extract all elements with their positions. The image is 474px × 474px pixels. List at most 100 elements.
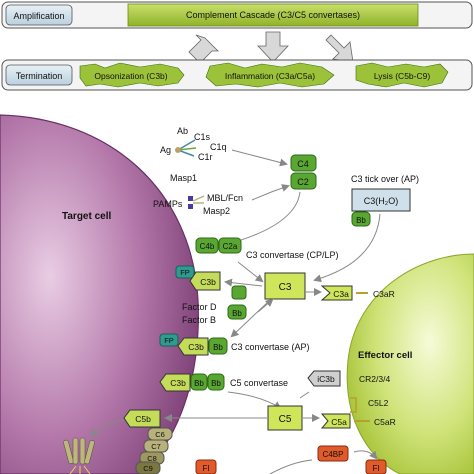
c3-to-ap-arrow bbox=[230, 301, 269, 338]
cascade-box bbox=[127, 3, 419, 27]
target-cell-label: Target cell bbox=[62, 211, 111, 222]
fp-label-2: FP bbox=[164, 336, 174, 345]
c3ar-label: C3aR bbox=[373, 289, 395, 299]
c3a-box bbox=[320, 285, 353, 301]
c3b-box-3 bbox=[159, 373, 191, 392]
cplp-to-c3-arrow bbox=[237, 261, 264, 283]
c3-box bbox=[264, 272, 306, 300]
c5b-to-mac-arrow bbox=[90, 419, 125, 438]
amplification-box bbox=[5, 4, 73, 26]
c3b-box-2 bbox=[177, 337, 209, 356]
c8-label: C8 bbox=[147, 454, 157, 463]
regulator-arrow-2 bbox=[353, 450, 378, 460]
c3-label: C3 bbox=[279, 282, 292, 293]
ab-label: Ab bbox=[177, 126, 188, 136]
termination-label: Termination bbox=[16, 71, 63, 81]
bb-label-5: Bb bbox=[211, 379, 221, 388]
mbl-fcn-label: MBL/Fcn bbox=[207, 193, 243, 203]
outcome-label-lysis: Lysis (C5b-C9) bbox=[374, 71, 431, 81]
outcome-label-inflammation: Inflammation (C3a/C5a) bbox=[225, 71, 315, 81]
c6-label: C6 bbox=[155, 430, 165, 439]
mbl-complex bbox=[188, 195, 205, 209]
c3h2o-box bbox=[351, 188, 411, 212]
bb-label-2: Bb bbox=[232, 309, 242, 318]
fp-box-1 bbox=[175, 265, 195, 279]
c5-box bbox=[267, 405, 303, 431]
mac-pore bbox=[63, 437, 95, 474]
c2-label: C2 bbox=[297, 177, 309, 187]
fi-box-2 bbox=[365, 459, 387, 474]
bb-label-4: Bb bbox=[194, 379, 204, 388]
cascade-label: Complement Cascade (C3/C5 convertases) bbox=[186, 10, 360, 20]
c4-label: C4 bbox=[297, 159, 309, 169]
bb-box-4 bbox=[190, 373, 208, 391]
c1-complex bbox=[175, 139, 197, 157]
c3b-label-2: C3b bbox=[188, 342, 204, 352]
c5-label: C5 bbox=[279, 414, 292, 425]
c1-to-c4-arrow bbox=[231, 149, 288, 167]
c3h2o-label: C3(H₂O) bbox=[364, 196, 399, 206]
regulator-arrow bbox=[269, 459, 313, 474]
fp-box-2 bbox=[159, 333, 179, 347]
c5b-label: C5b bbox=[135, 414, 151, 424]
c5b-box bbox=[123, 409, 161, 428]
c3-to-c3b-arrow bbox=[224, 278, 263, 287]
factor-to-convertase-arrow bbox=[257, 298, 274, 313]
bb-box-1 bbox=[231, 285, 247, 300]
c3-tickover-label: C3 tick over (AP) bbox=[351, 174, 419, 184]
fp-label-1: FP bbox=[180, 268, 190, 277]
panel-b: B Target cell Effector cell Ab Ag C1s C1… bbox=[0, 114, 474, 474]
effector-cell-label: Effector cell bbox=[358, 350, 412, 361]
c3b-label-1: C3b bbox=[200, 277, 216, 287]
c3b-box-1 bbox=[189, 271, 221, 291]
ic3b-box bbox=[307, 370, 341, 387]
down-left-arrow bbox=[188, 34, 219, 64]
target-cell bbox=[0, 114, 199, 474]
c5l2-receptor bbox=[350, 397, 357, 413]
c3-convertase-ap-label: C3 convertase (AP) bbox=[231, 342, 310, 352]
c4bp-box bbox=[317, 445, 349, 462]
c5l2-label: C5L2 bbox=[368, 398, 389, 408]
c9-box bbox=[135, 461, 161, 474]
termination-box bbox=[5, 64, 73, 86]
tickover-to-c3-arrow bbox=[313, 213, 381, 283]
c1q-label: C1q bbox=[210, 142, 227, 152]
ic3b-to-cr-arrow bbox=[299, 391, 310, 399]
down-arrow bbox=[257, 31, 289, 63]
c3-convertase-cplp-label: C3 convertase (CP/LP) bbox=[246, 250, 339, 260]
c5-convertase-label: C5 convertase bbox=[230, 378, 288, 388]
fi-label-2: FI bbox=[372, 464, 379, 473]
c4b-box bbox=[195, 237, 219, 254]
ic3b-label: iC3b bbox=[317, 374, 335, 384]
outcome-opsonization: Opsonization (C3b) bbox=[79, 62, 185, 88]
c5ar-label: C5aR bbox=[374, 417, 396, 427]
bb-label-3: Bb bbox=[213, 343, 223, 352]
factor-d-label: Factor D bbox=[182, 302, 217, 312]
c3b-label-3: C3b bbox=[170, 378, 186, 388]
fi-label-1: FI bbox=[202, 464, 209, 473]
bb-tickover-label: Bb bbox=[356, 216, 366, 225]
c2a-label: C2a bbox=[223, 242, 238, 251]
c2-box bbox=[290, 172, 317, 190]
cr234-label: CR2/3/4 bbox=[359, 374, 390, 384]
fi-box-1 bbox=[195, 459, 217, 474]
mbl-to-c4-arrow bbox=[251, 184, 290, 201]
c3a-label: C3a bbox=[333, 289, 349, 299]
ag-label: Ag bbox=[160, 145, 171, 155]
masp2-label: Masp2 bbox=[203, 206, 230, 216]
c9-label: C9 bbox=[143, 464, 153, 473]
amplification-label: Amplification bbox=[13, 11, 64, 21]
c1r-label: C1r bbox=[198, 152, 213, 162]
bb-tickover-box bbox=[351, 211, 371, 227]
c4b-label: C4b bbox=[200, 242, 215, 251]
bb-box-3 bbox=[208, 337, 228, 355]
c7-label: C7 bbox=[151, 442, 161, 451]
pamps-label: PAMPs bbox=[153, 199, 183, 209]
down-right-arrow bbox=[325, 34, 354, 63]
c5a-label: C5a bbox=[331, 417, 347, 427]
c4bp-label: C4BP bbox=[323, 450, 344, 459]
outcome-inflammation: Inflammation (C3a/C5a) bbox=[205, 62, 335, 88]
panel-a: Amplification Complement Cascade (C3/C5 … bbox=[1, 1, 473, 91]
c5a-box bbox=[320, 413, 351, 429]
